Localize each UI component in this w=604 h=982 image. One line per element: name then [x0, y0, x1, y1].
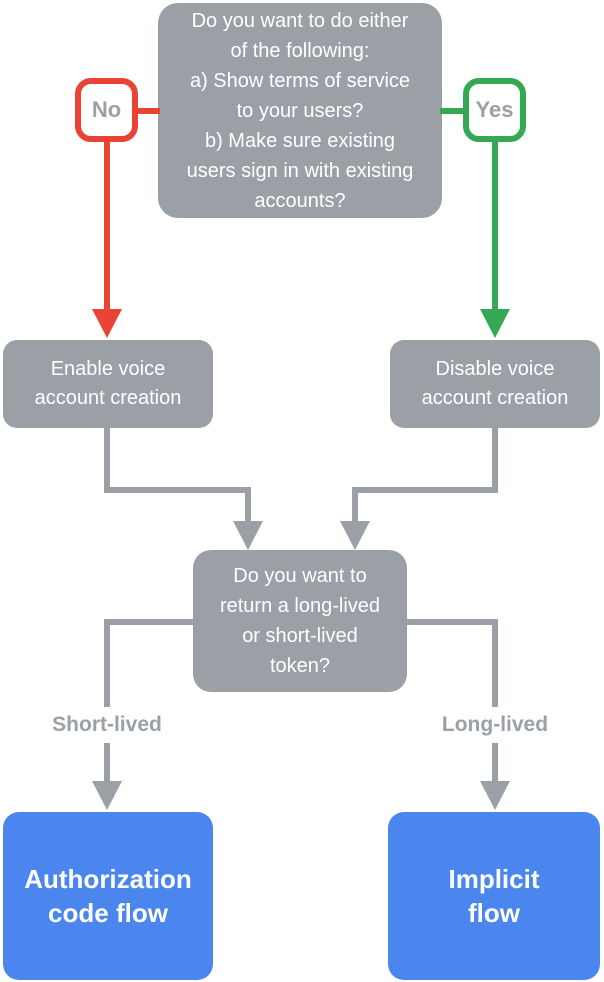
enable-entry-line: [245, 487, 251, 522]
long-lived-line: [492, 619, 498, 782]
short-lived-label: Short-lived: [22, 707, 192, 743]
no-branch-connector-line: [136, 108, 160, 114]
yes-badge: Yes: [463, 78, 526, 142]
disable-exit-line: [492, 428, 498, 493]
gray-arrowhead-icon: [233, 521, 263, 550]
node-disable-voice-account-creation: Disable voice account creation: [390, 340, 600, 428]
yes-branch-connector-line: [440, 108, 464, 114]
long-lived-label: Long-lived: [410, 707, 580, 743]
enable-exit-line: [104, 428, 110, 493]
gray-arrowhead-icon: [92, 781, 122, 810]
green-arrowhead-icon: [480, 309, 510, 338]
red-arrowhead-icon: [92, 309, 122, 338]
no-badge: No: [75, 78, 138, 142]
node-question-token-lifetime: Do you want to return a long-lived or sh…: [193, 550, 407, 692]
no-branch-line: [104, 140, 110, 310]
node-authorization-code-flow: Authorization code flow: [3, 812, 213, 980]
short-lived-line: [104, 619, 110, 782]
node-question-terms-of-service: Do you want to do either of the followin…: [158, 3, 442, 218]
disable-horizontal-line: [352, 487, 498, 493]
gray-arrowhead-icon: [480, 781, 510, 810]
node-implicit-flow: Implicit flow: [388, 812, 600, 980]
gray-arrowhead-icon: [340, 521, 370, 550]
yes-branch-line: [492, 140, 498, 310]
short-lived-horizontal-line: [104, 619, 193, 625]
node-enable-voice-account-creation: Enable voice account creation: [3, 340, 213, 428]
enable-horizontal-line: [104, 487, 251, 493]
long-lived-horizontal-line: [407, 619, 498, 625]
disable-entry-line: [352, 487, 358, 522]
